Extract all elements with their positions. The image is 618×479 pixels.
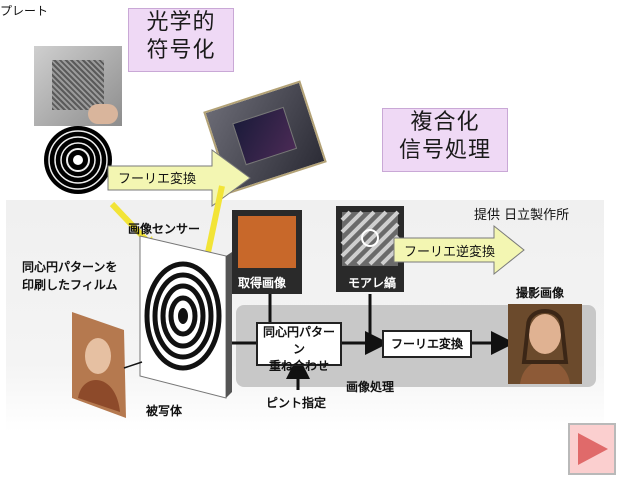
overlay-box-line1: 同心円パターン xyxy=(262,325,335,356)
concentric-ring-plate xyxy=(44,126,112,194)
focus-label: ピント指定 xyxy=(266,396,327,410)
provided-by: 提供 日立製作所 xyxy=(474,208,570,223)
composite-processing-box: 複合化 信号処理 xyxy=(382,108,508,172)
plate-label: プレート xyxy=(0,4,49,18)
subject-label: 被写体 xyxy=(146,404,183,418)
film-label-line2: 印刷したフィルム xyxy=(22,278,118,292)
overlay-box: 同心円パターン 重ね合わせ xyxy=(256,322,342,373)
play-right-icon xyxy=(578,433,608,465)
film-label: 同心円パターンを 印刷したフィルム xyxy=(22,258,118,294)
moire-label: モアレ縞 xyxy=(348,276,397,290)
pattern-film xyxy=(139,235,232,399)
fourier-label-top: フーリエ変換 xyxy=(118,172,197,187)
composite-processing-line2: 信号処理 xyxy=(398,138,491,163)
optical-encoding-line2: 符号化 xyxy=(146,38,216,63)
next-slide-button[interactable] xyxy=(568,423,616,475)
fourier-arrow-top xyxy=(107,149,251,207)
image-sensor-label: 画像センサー xyxy=(128,222,201,236)
image-processing-label: 画像処理 xyxy=(346,380,395,394)
film-label-line1: 同心円パターンを xyxy=(22,260,118,274)
overlay-box-line2: 重ね合わせ xyxy=(268,359,329,373)
composite-processing-line1: 複合化 xyxy=(410,110,480,135)
subject-photo xyxy=(72,312,126,418)
yellow-arrow-right xyxy=(203,185,225,263)
plate-photo xyxy=(34,46,122,126)
inverse-fourier-arrow xyxy=(393,224,525,276)
acquired-image-label: 取得画像 xyxy=(238,276,287,290)
captured-image-label: 撮影画像 xyxy=(516,286,565,300)
captured-image-thumb xyxy=(508,304,582,384)
moire-image-thumb xyxy=(336,206,404,292)
inverse-fourier-label: フーリエ逆変換 xyxy=(404,245,496,260)
fourier-box: フーリエ変換 xyxy=(382,330,472,358)
optical-encoding-box: 光学的 符号化 xyxy=(128,8,234,72)
optical-encoding-line1: 光学的 xyxy=(146,10,216,35)
